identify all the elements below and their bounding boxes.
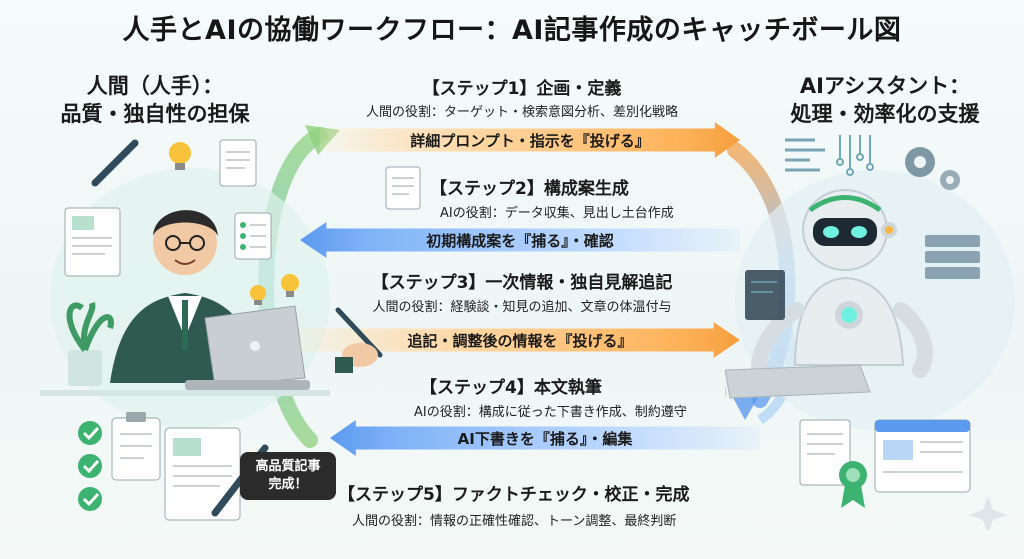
checkmark-icon: [78, 487, 102, 511]
checkmark-icon: [78, 454, 102, 478]
board-icon: [64, 207, 121, 277]
arrow-catch-4-label: AI下書きを『捕る』・編集: [457, 429, 633, 448]
pen-icon: [91, 139, 139, 187]
checklist-icon: [234, 212, 272, 260]
step-1-title: 【ステップ1】企画・定義: [422, 79, 622, 99]
completion-badge-line2: 完成！: [268, 477, 308, 492]
step-2-title: 【ステップ2】構成案生成: [430, 179, 629, 199]
small-robot-icon: [725, 385, 727, 399]
plant-icon: [66, 302, 114, 386]
step-1: 【ステップ1】企画・定義 人間の役割：ターゲット・検索意図分析、差別化戦略: [322, 74, 722, 120]
server-icon: [925, 235, 980, 279]
human-illustration: [40, 139, 330, 521]
step-2: 【ステップ2】構成案生成 AIの役割：データ収集、見出し土台作成: [430, 174, 760, 221]
step-3-role: 人間の役割：経験談・知見の追加、文章の体温付与: [372, 300, 672, 315]
keyboard-icon: [725, 364, 871, 399]
lightbulb-icon: [250, 285, 266, 305]
document-icon: [219, 139, 257, 187]
human-heading-line2: 品質・独自性の担保: [60, 102, 250, 126]
human-heading-line1: 人間（人手）：: [86, 74, 224, 98]
ai-illustration: [725, 135, 1015, 530]
sparkle-icon: [969, 496, 1007, 530]
web-window-icon: [874, 419, 971, 493]
clipboard-icon: [111, 412, 161, 481]
completion-badge-line1: 高品質記事: [255, 459, 321, 474]
step-1-role: 人間の役割：ターゲット・検索意図分析、差別化戦略: [365, 105, 678, 120]
checkmark-icon: [78, 421, 102, 445]
monitor-icon: [745, 270, 785, 320]
page-title: 人手とAIの協働ワークフロー：AI記事作成のキャッチボール図: [122, 15, 902, 46]
article-document-icon: [164, 427, 241, 521]
arrow-throw-3-label: 追記・調整後の情報を『投げる』: [407, 331, 633, 350]
step-2-role: AIの役割：データ収集、見出し土台作成: [440, 206, 674, 221]
hand-pen-icon: [335, 307, 383, 373]
step-4: 【ステップ4】本文執筆 AIの役割：構成に従った下書き作成、制約遵守: [414, 373, 720, 420]
ai-heading-line1: AIアシスタント：: [799, 74, 971, 98]
ai-heading-line2: 処理・効率化の支援: [790, 102, 980, 126]
robot: [750, 189, 933, 388]
arrow-throw-1-label: 詳細プロンプト・指示を『投げる』: [410, 131, 650, 150]
laptop-icon: [185, 305, 310, 390]
lightbulb-icon: [281, 274, 299, 297]
step-4-role: AIの役割：構成に従った下書き作成、制約遵守: [414, 405, 687, 420]
step-4-title: 【ステップ4】本文執筆: [420, 378, 602, 398]
human-heading: 人間（人手）： 品質・独自性の担保: [40, 72, 270, 128]
circuit-icon: [836, 135, 874, 176]
lightbulb-icon: [169, 142, 191, 170]
code-lines-icon: [785, 138, 825, 172]
award-ribbon-icon: [839, 461, 867, 508]
gear-icon: [905, 147, 960, 190]
step-5-title: 【ステップ5】ファクトチェック・校正・完成: [338, 485, 690, 505]
document-icon: [799, 419, 851, 486]
step-2-document-icon: [385, 166, 433, 210]
completion-badge: 高品質記事 完成！: [240, 452, 336, 500]
step-5: 【ステップ5】ファクトチェック・校正・完成 人間の役割：情報の正確性確認、トーン…: [338, 480, 758, 529]
step-3-title: 【ステップ3】一次情報・独自見解追記: [371, 273, 673, 293]
step-3: 【ステップ3】一次情報・独自見解追記 人間の役割：経験談・知見の追加、文章の体温…: [322, 268, 722, 315]
ai-heading: AIアシスタント： 処理・効率化の支援: [770, 72, 1000, 128]
step-5-role: 人間の役割：情報の正確性確認、トーン調整、最終判断: [352, 514, 677, 529]
arrow-catch-2-label: 初期構成案を『捕る』・確認: [426, 231, 614, 250]
